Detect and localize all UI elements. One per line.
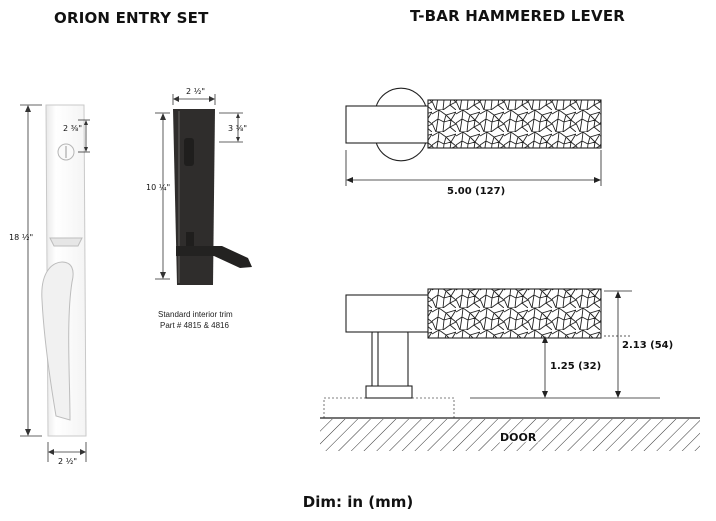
interior-width-label: 2 ½"	[186, 87, 205, 96]
interior-trim-caption-line1: Standard interior trim	[158, 310, 233, 319]
orion-entry-set-title: ORION ENTRY SET	[54, 9, 209, 27]
lever-top-view	[345, 87, 602, 162]
interior-height-label: 10 ¼"	[146, 183, 170, 192]
lever-length-label: 5.00 (127)	[447, 186, 505, 197]
exterior-width-label: 2 ½"	[58, 457, 77, 466]
interior-trim	[173, 109, 252, 285]
exterior-handleset	[41, 104, 87, 437]
exterior-cylinder-label: 2 ⅜"	[63, 124, 82, 133]
rose-outline	[323, 397, 455, 419]
interior-dimensions	[155, 94, 243, 280]
dimension-units-note: Dim: in (mm)	[302, 493, 414, 511]
interior-cylinder-label: 3 ⅜"	[228, 124, 247, 133]
interior-lever	[176, 246, 252, 268]
thumbturn	[184, 138, 194, 166]
lever-side-view	[323, 288, 602, 419]
lever-length-dimension	[345, 150, 602, 186]
interior-plate	[173, 109, 215, 285]
lever-neck-label: 1.25 (32)	[550, 361, 601, 372]
lever-height-label: 2.13 (54)	[622, 340, 673, 351]
lever-side-dimensions	[470, 290, 660, 399]
t-bar-lever-title: T-BAR HAMMERED LEVER	[410, 7, 626, 25]
interior-trim-caption-line2: Part # 4815 & 4816	[160, 321, 229, 330]
thumb-press	[49, 237, 83, 247]
exterior-dimensions	[20, 104, 90, 462]
exterior-height-label: 18 ½"	[9, 233, 33, 242]
door-hatching	[320, 419, 700, 451]
grip-handle	[41, 261, 74, 421]
door-label: DOOR	[500, 431, 537, 444]
base	[365, 385, 413, 399]
